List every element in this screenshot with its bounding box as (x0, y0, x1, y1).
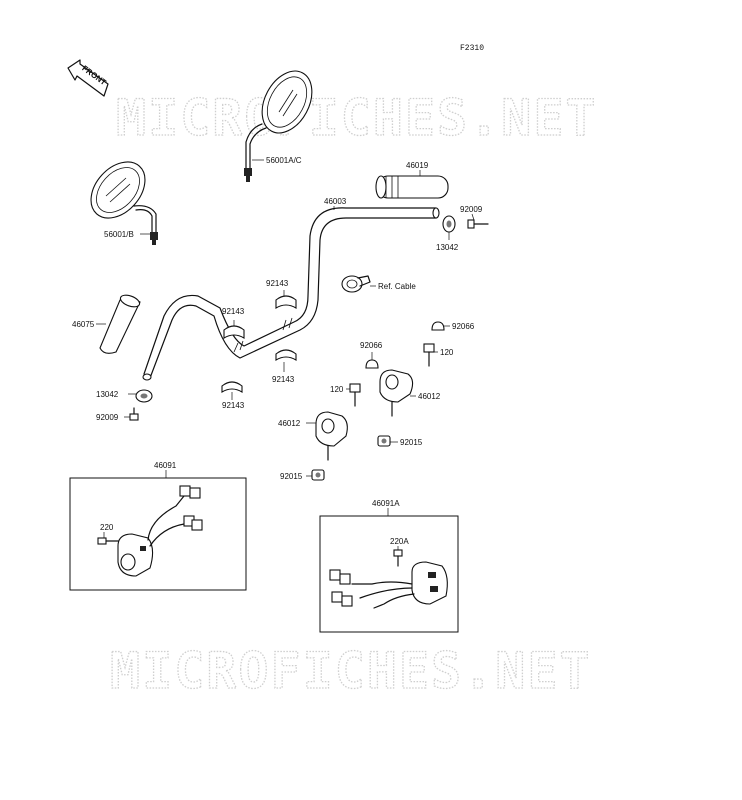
handlebar-part (142, 207, 440, 381)
front-arrow-icon: FRONT (67, 59, 109, 97)
clamp-a-upper-part (223, 325, 245, 339)
bolt-120-center-part (349, 383, 361, 407)
label-cap-center: 92066 (360, 341, 383, 350)
grip-left-part (99, 294, 141, 354)
bolt-right-part (467, 219, 489, 229)
bolt-120-right-part (423, 343, 435, 367)
mirror-left-part (90, 161, 158, 245)
label-weight-right: 13042 (436, 243, 459, 252)
front-label: FRONT (80, 64, 108, 88)
label-bolt-left: 92009 (96, 413, 119, 422)
clamp-a-lower-part (221, 381, 243, 393)
label-clamp-a-upper: 92143 (222, 307, 245, 316)
switch-left-box (69, 477, 247, 591)
cap-right-part (431, 321, 445, 331)
label-holder-right: 46012 (418, 392, 441, 401)
switch-left-part (117, 485, 203, 577)
label-clamp-b-upper: 92143 (266, 279, 289, 288)
label-screw-left: 220 (100, 523, 114, 532)
holder-left-part (315, 411, 348, 461)
label-mirror-left: 56001/B (104, 230, 134, 239)
diagram-code: F2310 (460, 44, 484, 53)
cable-clamp-part (341, 275, 371, 293)
nut-left-part (311, 469, 325, 481)
label-nut-left: 92015 (280, 472, 303, 481)
cap-center-part (365, 359, 379, 369)
label-bolt-120-right: 120 (440, 348, 454, 357)
label-screw-right: 220A (390, 537, 409, 546)
screw-right-part (393, 549, 403, 567)
label-grip-left: 46075 (72, 320, 95, 329)
clamp-b-lower-part (275, 349, 297, 361)
weight-right-part (442, 215, 456, 233)
watermark-top: MICROFICHES.NET (116, 89, 598, 147)
bolt-left-part (129, 407, 139, 421)
mirror-right-part (244, 70, 313, 182)
clamp-b-upper-part (275, 295, 297, 309)
watermark-bottom: MICROFICHES.NET (110, 642, 592, 700)
label-bolt-right: 92009 (460, 205, 483, 214)
grip-right-part (375, 175, 449, 199)
label-nut-right: 92015 (400, 438, 423, 447)
switch-right-part (329, 561, 448, 609)
label-clamp-a-lower: 92143 (222, 401, 245, 410)
label-clamp-b-lower: 92143 (272, 375, 295, 384)
screw-left-part (97, 537, 119, 545)
label-switch-right: 46091A (372, 499, 400, 508)
weight-left-part (135, 389, 153, 403)
label-weight-left: 13042 (96, 390, 119, 399)
label-bolt-120-center: 120 (330, 385, 344, 394)
label-switch-left: 46091 (154, 461, 177, 470)
label-holder-left: 46012 (278, 419, 301, 428)
switch-right-box (319, 515, 459, 633)
label-cap-right: 92066 (452, 322, 475, 331)
nut-right-part (377, 435, 391, 447)
label-cable-ref: Ref. Cable (378, 282, 416, 291)
label-mirror-right: 56001A/C (266, 156, 302, 165)
label-grip-right: 46019 (406, 161, 429, 170)
holder-right-part (379, 369, 414, 417)
label-handlebar: 46003 (324, 197, 347, 206)
